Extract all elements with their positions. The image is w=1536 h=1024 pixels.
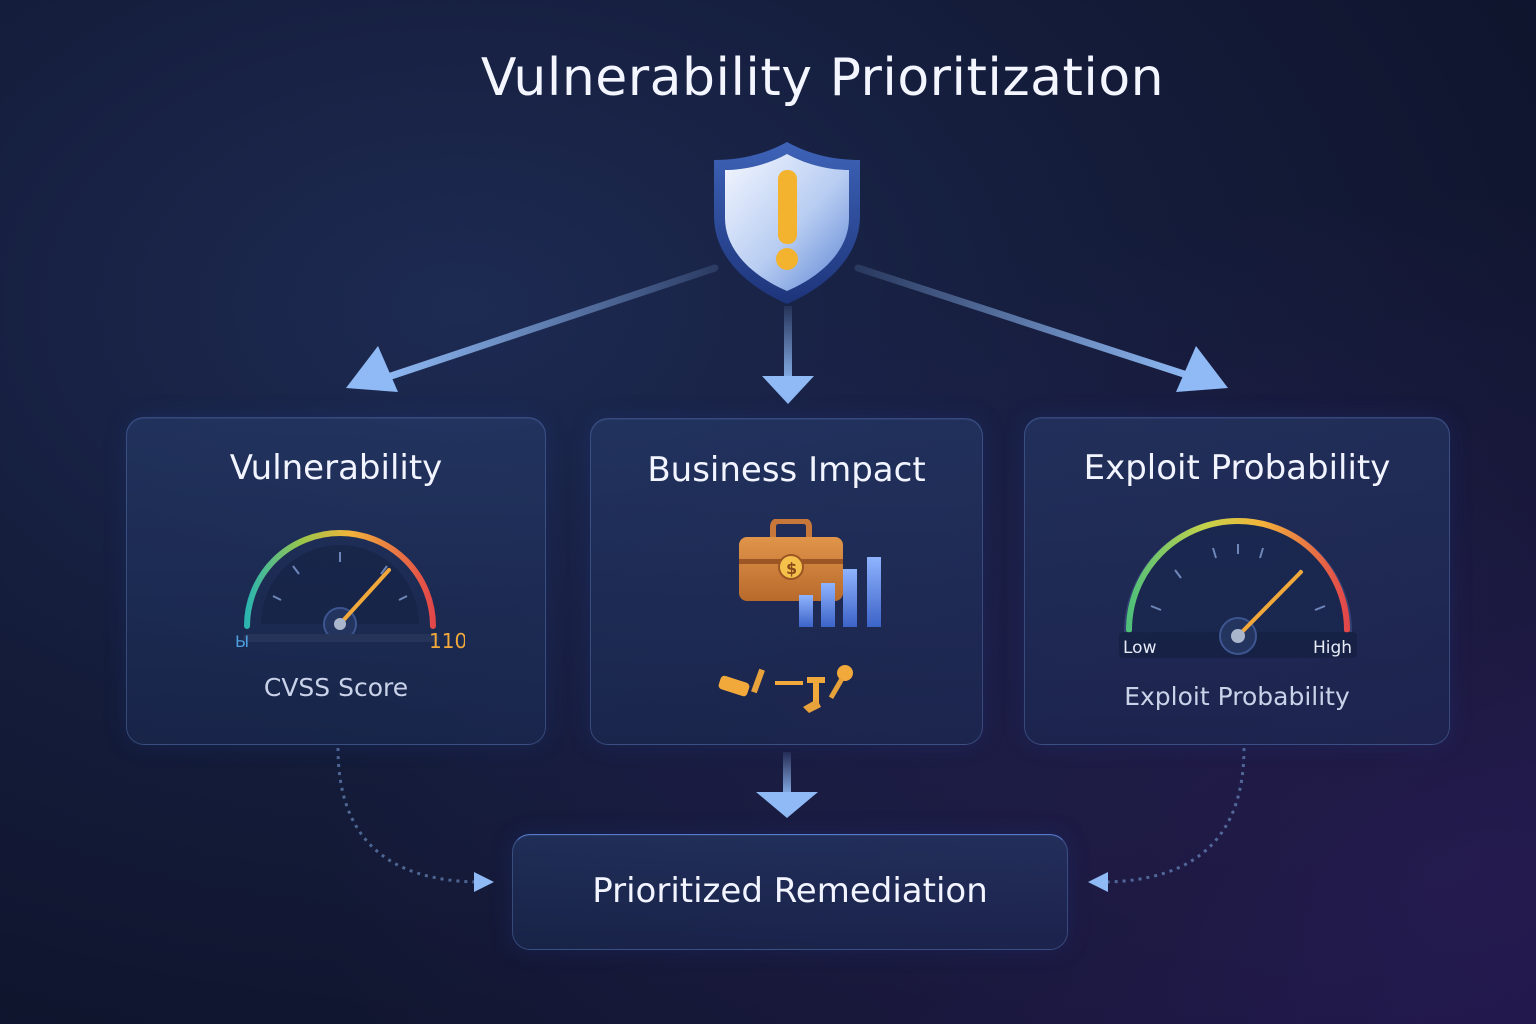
exploit-gauge-low-label: Low: [1123, 638, 1157, 658]
exploit-gauge-high-label: High: [1313, 638, 1352, 658]
exploit-probability-card-caption: Exploit Probability: [1124, 682, 1350, 711]
exploit-probability-card-title: Exploit Probability: [1083, 448, 1391, 488]
cvss-gauge: Ы 110: [235, 530, 465, 653]
page-title: Vulnerability Prioritization: [480, 48, 1165, 108]
remediation-label: Prioritized Remediation: [592, 871, 988, 911]
cvss-gauge-max-label: 110: [429, 629, 465, 653]
vulnerability-card-caption: CVSS Score: [263, 673, 409, 702]
vulnerability-card: Vulnerability Ы 110 CVSS Score: [126, 417, 546, 745]
tools-icon: [718, 665, 853, 713]
cvss-gauge-min-label: Ы: [235, 632, 249, 651]
svg-text:$: $: [786, 559, 797, 578]
business-impact-card-title: Business Impact: [647, 450, 926, 490]
remediation-box: Prioritized Remediation: [512, 834, 1068, 950]
exploit-probability-gauge: Low High: [1119, 518, 1357, 658]
shield-alert-icon: [714, 142, 860, 304]
bar-chart-icon: [799, 557, 881, 627]
arrow-to-business-impact: [762, 306, 814, 404]
business-impact-card: Business Impact $: [590, 418, 983, 745]
dotted-arrow-right: [1088, 747, 1246, 892]
exploit-probability-card: Exploit Probability Low High Exploi: [1024, 417, 1450, 745]
arrow-business-to-remediation: [756, 752, 818, 818]
briefcase-icon: $: [739, 519, 843, 601]
arrow-to-exploit-probability: [854, 264, 1228, 392]
vulnerability-card-title: Vulnerability: [229, 448, 443, 488]
arrow-to-vulnerability: [346, 264, 719, 392]
dotted-arrow-left: [336, 747, 494, 892]
